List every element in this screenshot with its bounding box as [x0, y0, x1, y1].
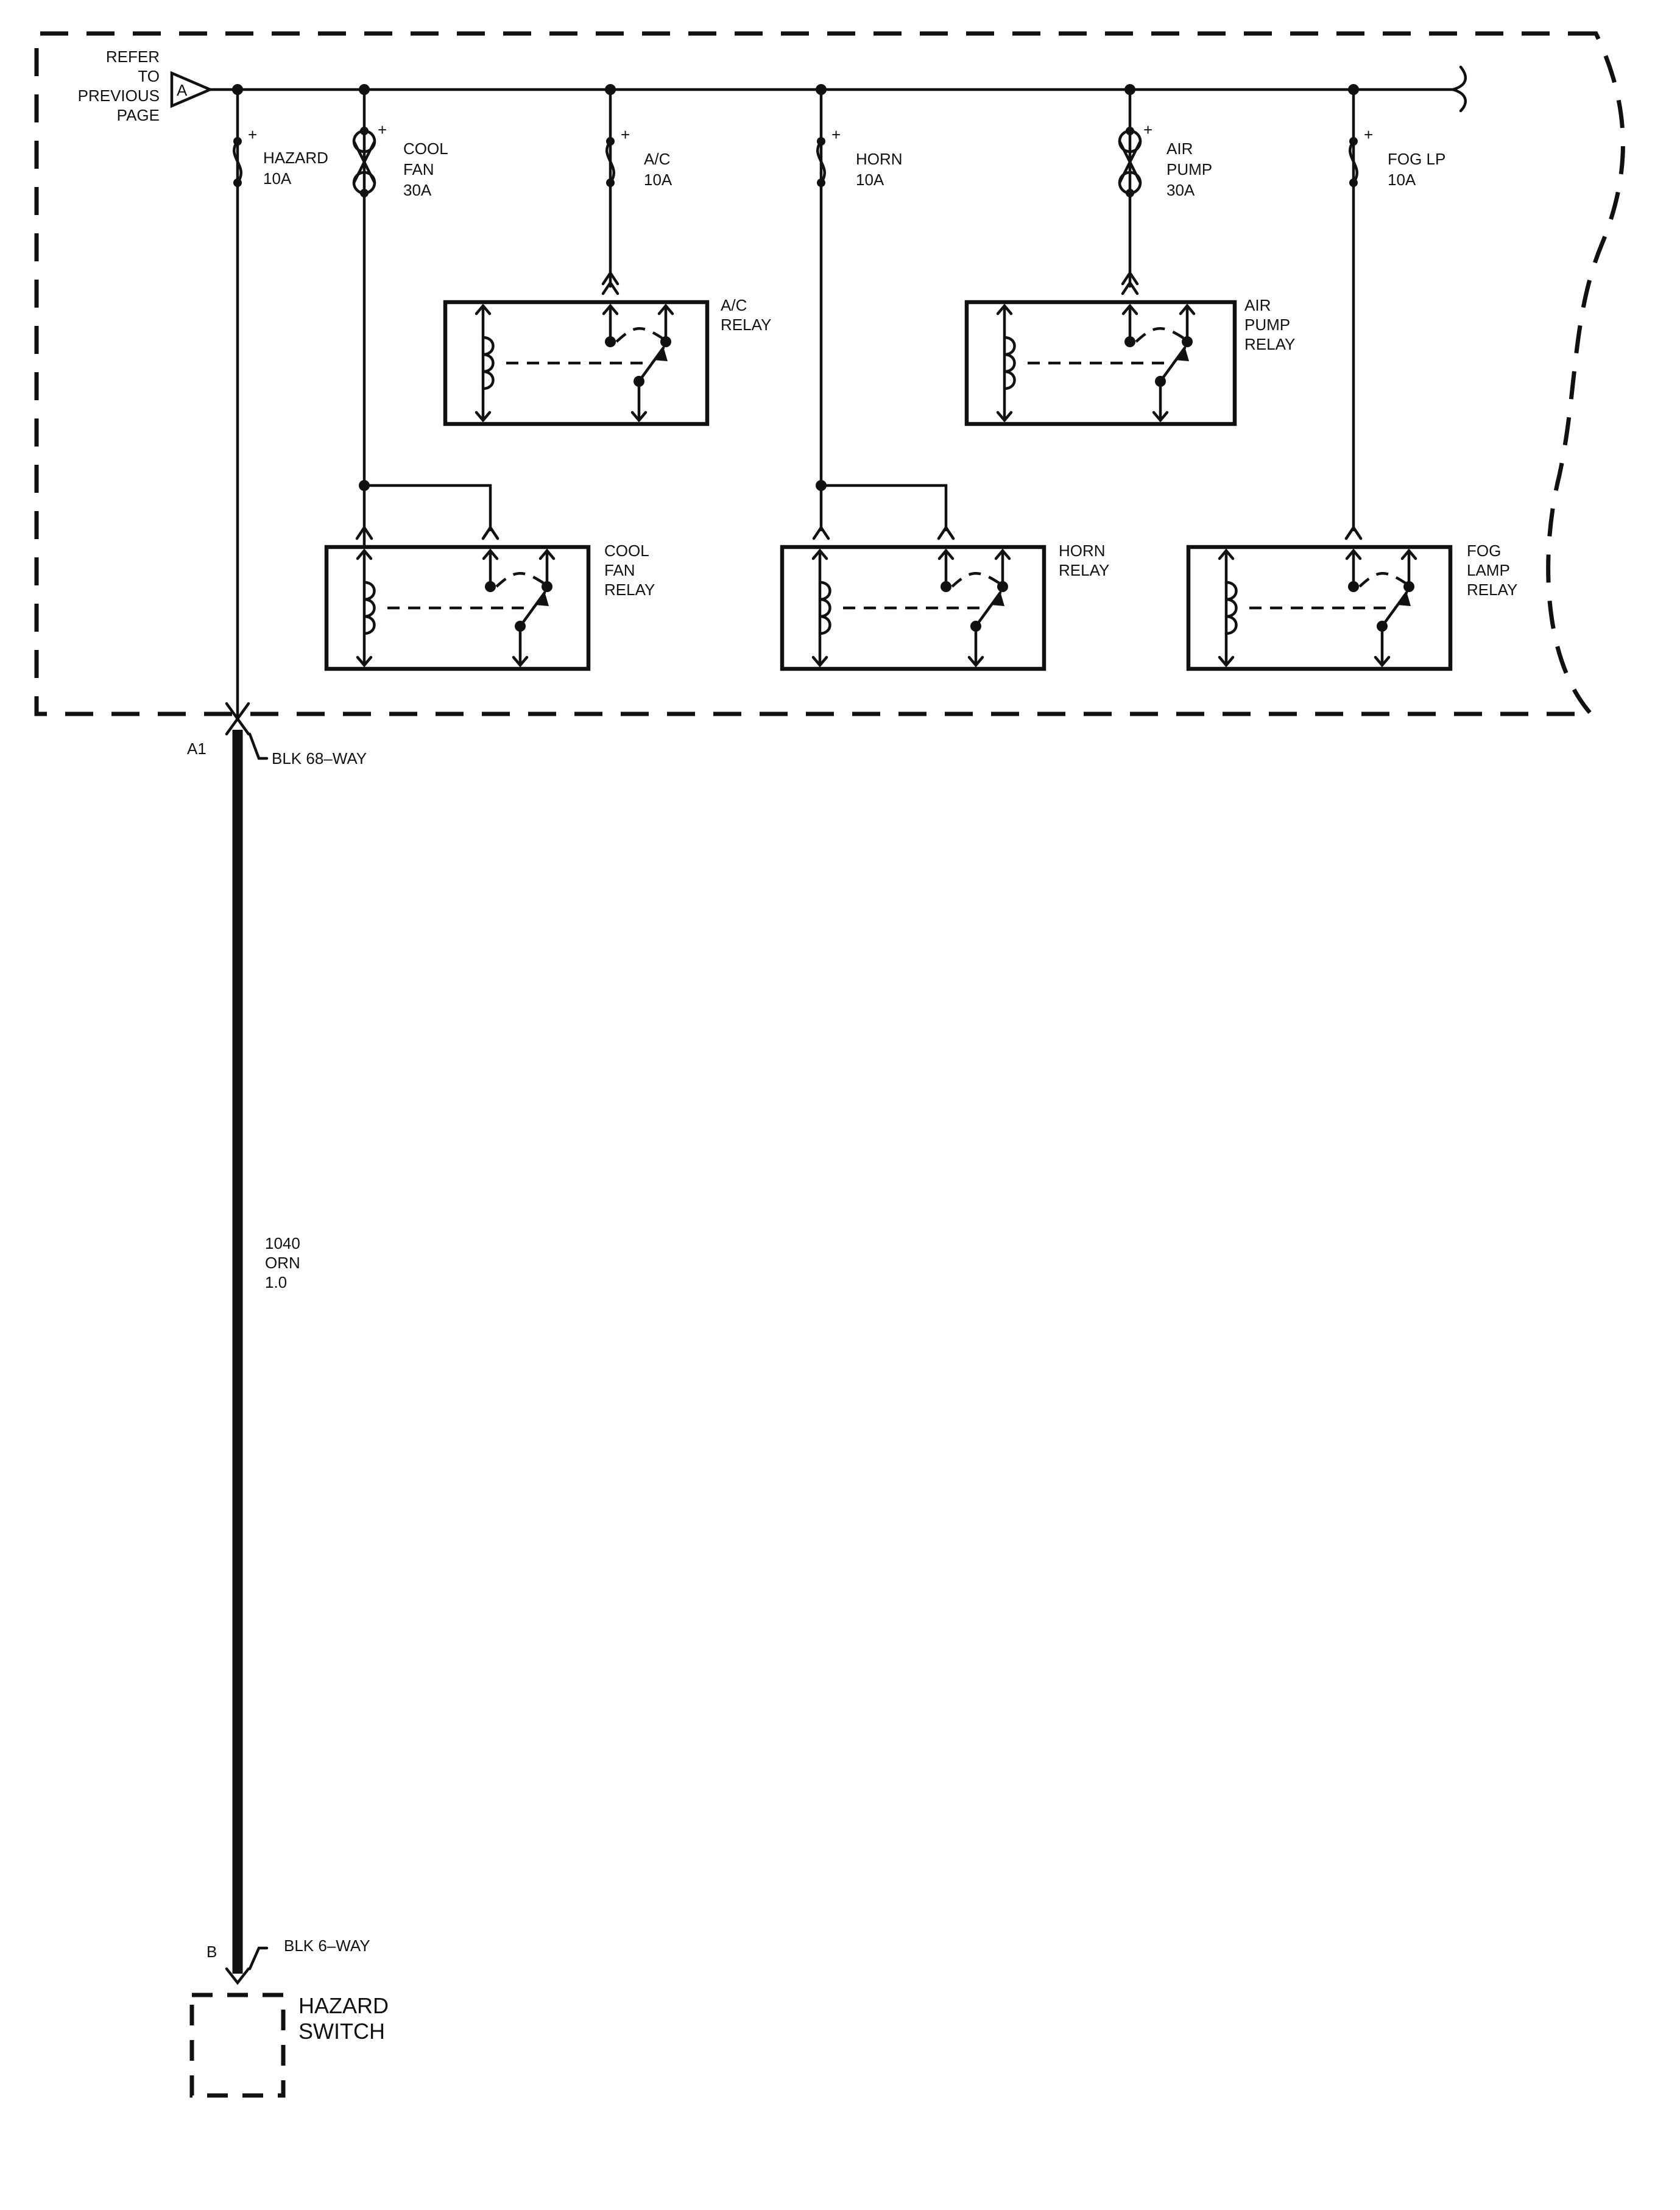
relay-branch-wires: [359, 480, 948, 532]
terminal-fork: [481, 524, 499, 540]
fuse-label-hazard: HAZARD 10A: [263, 149, 328, 188]
svg-text:1.0: 1.0: [265, 1273, 287, 1291]
terminal-fork: [1344, 524, 1363, 540]
connector-a1: A1 BLK 68–WAY: [187, 702, 367, 768]
svg-text:+: +: [621, 125, 630, 144]
relay-horn: [780, 524, 1046, 671]
relays: [324, 270, 1453, 671]
svg-text:HAZARD: HAZARD: [298, 1993, 389, 2018]
fuse-label-horn: HORN 10A: [856, 150, 903, 189]
svg-text:COOL: COOL: [604, 542, 649, 560]
connector-a-symbol: A: [170, 71, 214, 108]
svg-text:BLK 68–WAY: BLK 68–WAY: [272, 749, 367, 768]
terminal-fork: [355, 524, 373, 540]
svg-text:10A: 10A: [644, 171, 672, 189]
fuse-symbols: [233, 127, 1358, 197]
relay-fog-lamp: [1186, 524, 1453, 671]
fuse-label-ac: A/C 10A: [644, 150, 672, 189]
fuse-label-air-pump: AIR PUMP 30A: [1166, 139, 1212, 199]
relay-label-fog-lamp: FOG LAMP RELAY: [1467, 542, 1517, 599]
svg-text:TO: TO: [138, 67, 160, 85]
power-bus: [208, 65, 1467, 113]
svg-text:HORN: HORN: [1059, 542, 1106, 560]
svg-text:RELAY: RELAY: [721, 316, 771, 334]
svg-text:+: +: [831, 125, 841, 144]
svg-text:RELAY: RELAY: [604, 581, 655, 599]
relay-cool-fan: [324, 524, 591, 671]
svg-text:A/C: A/C: [644, 150, 670, 168]
svg-text:REFER: REFER: [106, 48, 160, 66]
svg-text:FOG LP: FOG LP: [1388, 150, 1445, 168]
svg-text:AIR: AIR: [1244, 296, 1271, 314]
svg-text:ORN: ORN: [265, 1254, 300, 1272]
svg-text:+: +: [1364, 125, 1373, 144]
svg-text:HORN: HORN: [856, 150, 903, 168]
terminal-fork: [812, 524, 830, 540]
hazard-switch-label: HAZARD SWITCH: [298, 1993, 389, 2044]
svg-text:RELAY: RELAY: [1467, 581, 1517, 599]
svg-text:COOL: COOL: [403, 139, 448, 158]
relay-label-air-pump: AIR PUMP RELAY: [1244, 296, 1295, 353]
svg-text:FAN: FAN: [604, 561, 635, 579]
terminal-fork: [937, 524, 955, 540]
relay-label-cool-fan: COOL FAN RELAY: [604, 542, 655, 599]
svg-text:+: +: [248, 125, 257, 144]
hazard-switch-box: [189, 1993, 286, 2098]
svg-text:30A: 30A: [1166, 181, 1195, 199]
svg-text:+: +: [1143, 121, 1152, 139]
svg-text:AIR: AIR: [1166, 139, 1193, 158]
svg-text:LAMP: LAMP: [1467, 561, 1510, 579]
svg-text:PUMP: PUMP: [1166, 160, 1212, 178]
fuse-label-fog-lp: FOG LP 10A: [1388, 150, 1445, 189]
svg-text:30A: 30A: [403, 181, 432, 199]
svg-text:RELAY: RELAY: [1059, 561, 1109, 579]
svg-text:1040: 1040: [265, 1234, 300, 1252]
svg-text:BLK 6–WAY: BLK 6–WAY: [284, 1936, 370, 1955]
svg-text:RELAY: RELAY: [1244, 335, 1295, 353]
relay-air-pump: [964, 280, 1237, 426]
refer-to-previous-page: REFER TO PREVIOUS PAGE: [78, 48, 160, 124]
svg-text:FOG: FOG: [1467, 542, 1501, 560]
relay-label-ac: A/C RELAY: [721, 296, 771, 334]
svg-text:10A: 10A: [1388, 171, 1416, 189]
svg-text:10A: 10A: [856, 171, 884, 189]
svg-text:HAZARD: HAZARD: [263, 149, 328, 167]
terminal-fork: [601, 270, 619, 286]
svg-text:SWITCH: SWITCH: [298, 2019, 385, 2044]
fuse-label-cool-fan: COOL FAN 30A: [403, 139, 448, 199]
plus-signs: + + + + + +: [248, 121, 1373, 144]
wire-label-1040: 1040 ORN 1.0: [265, 1234, 300, 1291]
svg-text:A: A: [177, 81, 188, 99]
relay-label-horn: HORN RELAY: [1059, 542, 1109, 579]
svg-text:PREVIOUS: PREVIOUS: [78, 86, 160, 105]
relay-ac: [443, 280, 710, 426]
svg-text:PAGE: PAGE: [117, 106, 160, 124]
terminal-fork: [1121, 270, 1139, 286]
svg-text:A1: A1: [187, 740, 206, 758]
svg-text:A/C: A/C: [721, 296, 747, 314]
svg-text:FAN: FAN: [403, 160, 434, 178]
fuse-block-border: [34, 31, 1625, 716]
svg-text:+: +: [378, 121, 387, 139]
svg-text:B: B: [206, 1943, 217, 1961]
connector-b: B BLK 6–WAY: [206, 1936, 370, 1985]
svg-text:10A: 10A: [263, 169, 292, 188]
svg-text:PUMP: PUMP: [1244, 316, 1290, 334]
